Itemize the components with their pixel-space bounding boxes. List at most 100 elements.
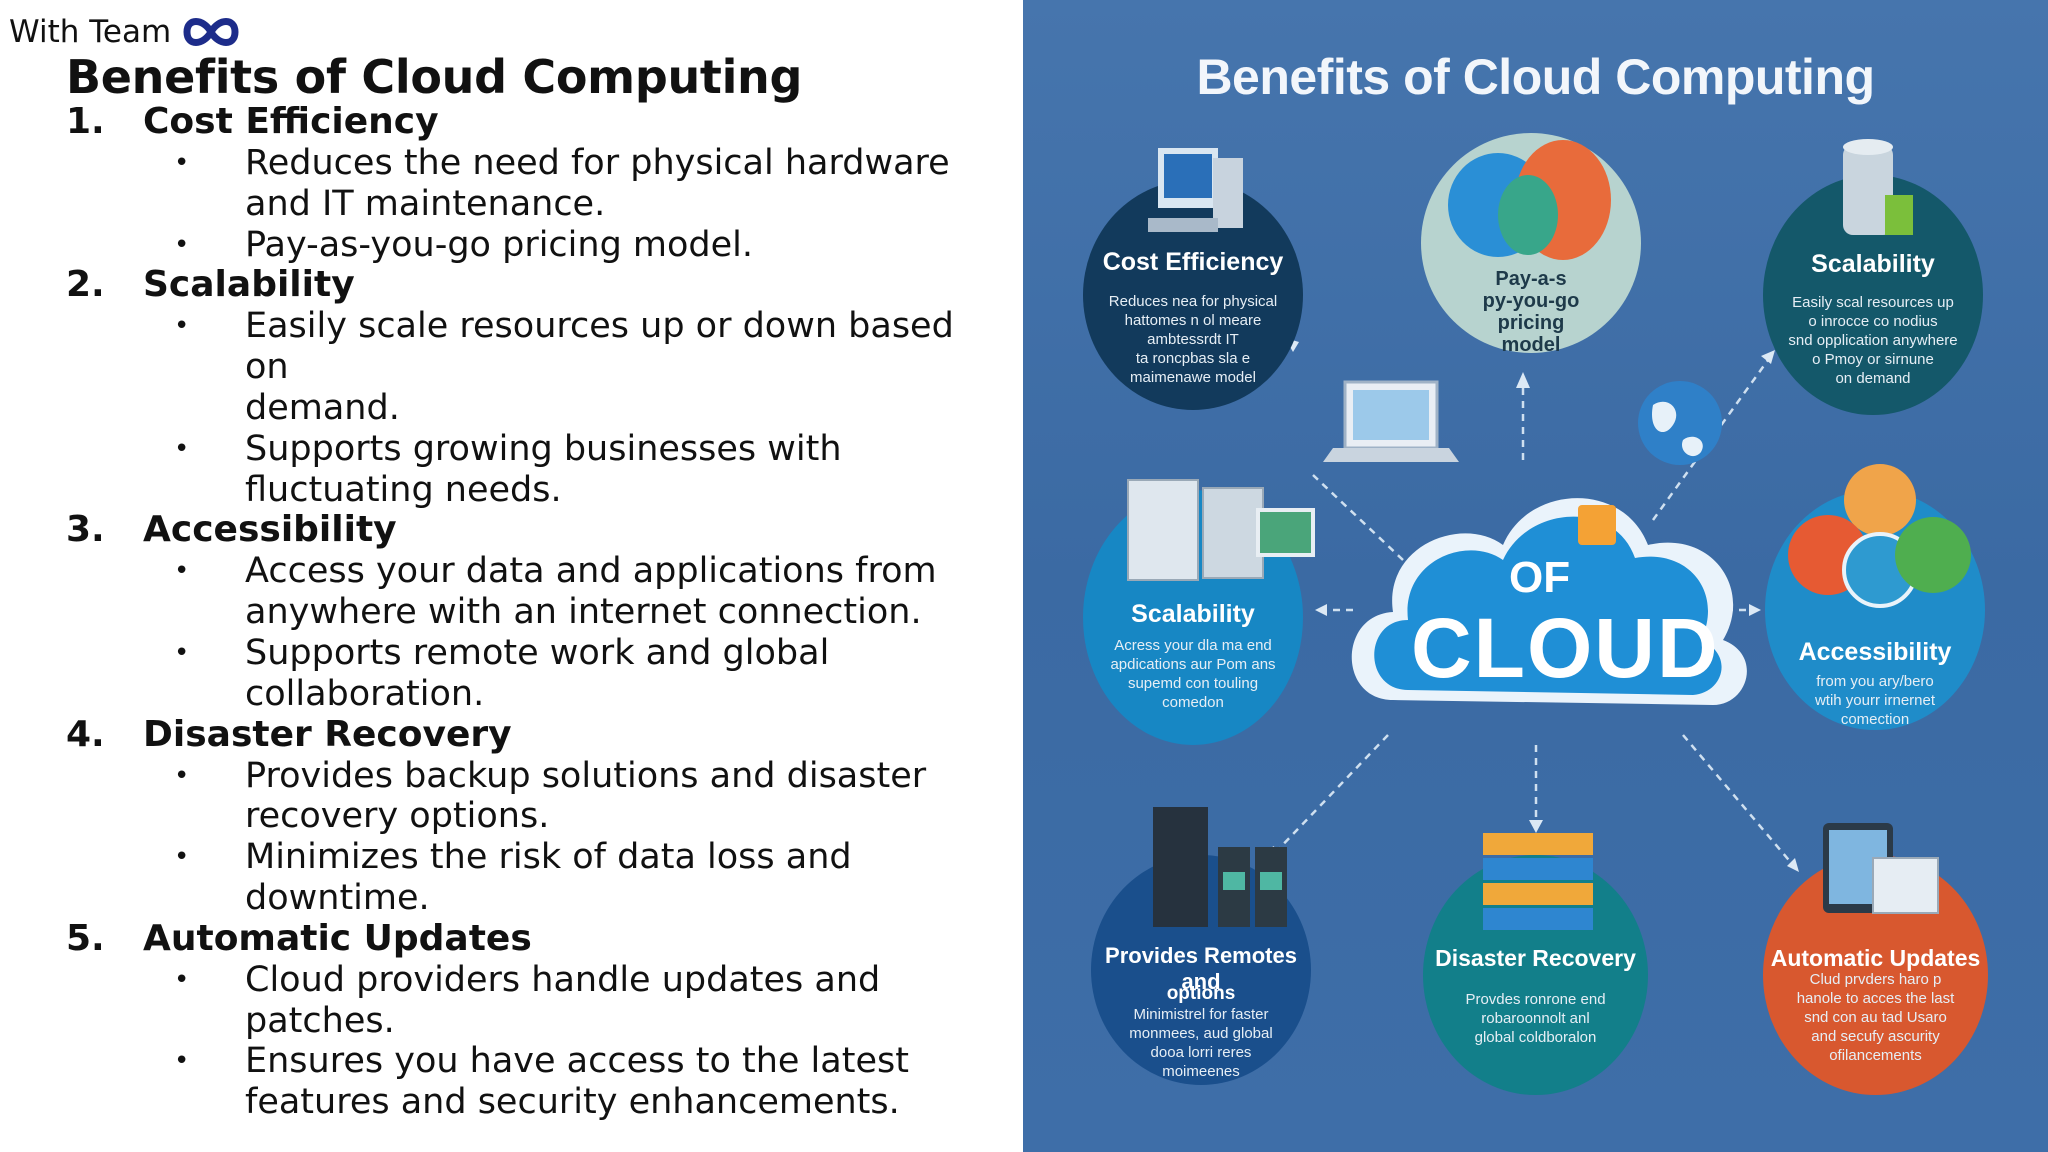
circle-text: Minimistrel for faster monmees, aud glob… [1113,1005,1289,1081]
section-number: 3. [66,509,105,551]
bullet-text: Supports remote work and global [245,632,830,673]
circle-text: Easily scal resources up o inrocce co no… [1785,293,1961,388]
bullet-continuation: demand. [66,388,986,429]
circle-label: Provides Remotes and [1105,943,1297,994]
infographic-image: Benefits of Cloud Computing Pay-a-s py-y… [1023,0,2048,1152]
bullet-item: •Minimizes the risk of data loss and [66,837,986,878]
circle-label: Cost Efficiency [1102,248,1284,276]
circle-text-line: apdications aur Pom ans [1110,656,1276,673]
cloud-of-label: OF [1509,553,1571,602]
payg-line: py-you-go [1482,290,1580,312]
database-icon [1843,139,1913,235]
circle-text-line: ofilancements [1829,1047,1922,1064]
bullet-item: •Provides backup solutions and disaster [66,756,986,797]
bullet-marker: • [174,1046,190,1077]
section-number: 1. [66,101,105,142]
bullet-text: features and security enhancements. [245,1082,900,1123]
bullet-item: •Easily scale resources up or down based… [66,306,986,388]
circle-text-line: hattomes n ol meare [1124,312,1262,329]
circle-text: Clud prvders haro p hanole to acces the … [1786,970,1966,1065]
bullet-marker: • [174,229,190,260]
section-heading: 3. Accessibility [66,510,986,551]
circle-text-line: snd opplication anywhere [1788,332,1958,349]
section-heading: 1. Cost Efficiency [66,102,986,143]
bullet-item: • Cloud providers handle updates and [66,960,986,1001]
bullet-item: • Pay-as-you-go pricing model. [66,225,986,266]
section-number: 5. [66,917,105,959]
infinity-logo-icon [183,18,239,46]
circle-text-line: moimeenes [1162,1063,1240,1080]
bullet-continuation: collaboration. [66,674,986,715]
payg-line: Pay-a-s [1495,268,1567,290]
circle-text-line: comedon [1162,694,1224,711]
bullet-text: downtime. [245,877,430,918]
bullet-text: patches. [245,1000,395,1041]
bullet-continuation: recovery options. [66,796,986,837]
circle-text-line: o inrocce co nodius [1808,313,1938,330]
bullet-item: • Access your data and applications from [66,551,986,592]
circle-text-line: snd con au tad Usaro [1804,1009,1947,1026]
cloud-main-label: CLOUD [1411,601,1720,695]
payg-line: pricing model [1497,312,1565,356]
bullet-marker: • [174,760,190,791]
circle-text-line: Acress your dla ma end [1114,637,1272,654]
circle-text-line: and secufy ascurity [1811,1028,1940,1045]
section-title: Automatic Updates [143,917,532,959]
circle-text-line: Easily scal resources up [1792,294,1954,311]
bullet-text: Pay-as-you-go pricing model. [245,224,754,265]
bullet-text: Supports growing businesses with [245,428,842,469]
circle-text-line: dooa lorri reres [1150,1044,1252,1061]
brand: With Team [9,12,241,52]
circle-text-line: maimenawe model [1130,369,1256,386]
bullet-continuation: fluctuating needs. [66,470,986,511]
circle-text-line: on demand [1835,370,1911,387]
bullet-marker: • [174,556,190,587]
circle-text-line: supemd con touling [1127,675,1259,692]
circle-label: Automatic Updates [1770,945,1981,971]
circle-text: Provdes ronrone end robaroonnolt anl glo… [1446,990,1626,1047]
slide-title: Benefits of Cloud Computing [66,50,803,104]
section-title: Disaster Recovery [143,713,512,755]
bullet-text: Reduces the need for physical hardware [245,143,950,183]
network-icon [1788,464,1971,608]
bullet-text: Ensures you have access to the latest [245,1041,909,1082]
circle-text-line: from you ary/bero [1816,673,1934,690]
circle-text-line: o Pmoy or sirnune [1812,351,1934,368]
bullet-item: • Reduces the need for physical hardware [66,143,986,184]
bullet-text: fluctuating needs. [245,469,562,510]
circle-text: from you ary/bero wtih yourr irnernet co… [1787,672,1963,729]
bullet-continuation: downtime. [66,878,986,919]
circle-label: Disaster Recovery [1435,945,1636,971]
circle-text-line: hanole to acces the last [1796,990,1955,1007]
bullet-text: demand. [245,387,400,428]
circle-text: Acress your dla ma end apdications aur P… [1105,636,1281,712]
infographic-title: Benefits of Cloud Computing [1196,49,1875,105]
circle-text-line: ta roncpbas sla e [1135,350,1251,367]
section-heading: 2. Scalability [66,265,986,306]
section-title: Accessibility [143,509,397,551]
circle-label: Scalability [1131,600,1255,628]
circle-text-line: monmees, aud global [1129,1025,1273,1042]
bullet-item: • Ensures you have access to the latest [66,1041,986,1082]
bullet-continuation: anywhere with an internet connection. [66,592,986,633]
bullet-text: and IT maintenance. [245,183,606,224]
bullet-item: • Supports growing businesses with [66,429,986,470]
circle-text-line: Reduces nea for physical [1108,293,1278,310]
bullet-marker: • [174,964,190,995]
bullet-text: collaboration. [245,673,485,714]
circle-text-line: Clud prvders haro p [1809,971,1942,988]
bullet-text: recovery options. [245,796,550,837]
brand-label: With Team [9,14,172,50]
section-number: 4. [66,713,105,755]
bullet-text: Easily scale resources up or down based … [245,306,954,388]
bullet-marker: • [174,433,190,464]
section-number: 2. [66,264,105,306]
circle-text-line: robaroonnolt anl [1481,1010,1590,1027]
bullet-text: Access your data and applications from [245,551,937,592]
devices-icon [1823,823,1939,914]
bullet-text: Cloud providers handle updates and [245,959,881,1000]
circle-text-line: ambtessrdt IT [1147,331,1239,348]
bullet-marker: • [174,148,190,178]
section-heading: 4. Disaster Recovery [66,713,986,756]
bullet-text: Minimizes the risk of data loss and [245,837,852,878]
